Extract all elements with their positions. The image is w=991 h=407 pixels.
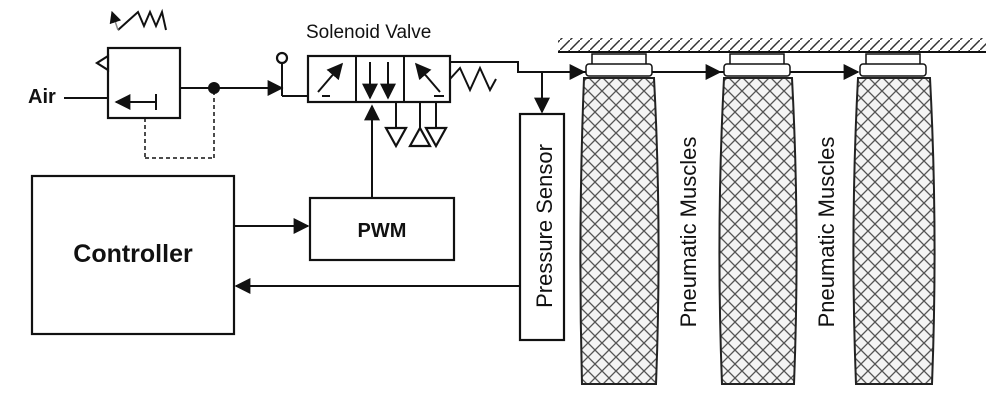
pneumatic-muscles-label-1: Pneumatic Muscles	[676, 137, 701, 328]
pressure-sensor-box	[518, 112, 566, 342]
pneumatic-muscles-label-2: Pneumatic Muscles	[814, 137, 839, 328]
pneumatic-muscle-3	[852, 53, 936, 385]
controller-box	[30, 174, 236, 336]
solenoid-valve-label: Solenoid Valve	[306, 22, 431, 43]
air-label: Air	[28, 86, 56, 108]
pneumatic-muscle-1	[579, 53, 660, 385]
muscle-supply-line	[450, 61, 860, 80]
ceiling-mount	[558, 38, 986, 53]
pressure-sensor-label: Pressure Sensor	[532, 144, 557, 308]
pressure-regulator	[94, 8, 215, 159]
pwm-label: PWM	[358, 220, 407, 242]
pwm-box	[308, 196, 456, 262]
pneumatic-muscle-2	[718, 53, 798, 385]
junction-dot	[208, 82, 220, 94]
controller-label: Controller	[73, 240, 193, 268]
solenoid-valve: Solenoid Valve	[275, 22, 497, 149]
